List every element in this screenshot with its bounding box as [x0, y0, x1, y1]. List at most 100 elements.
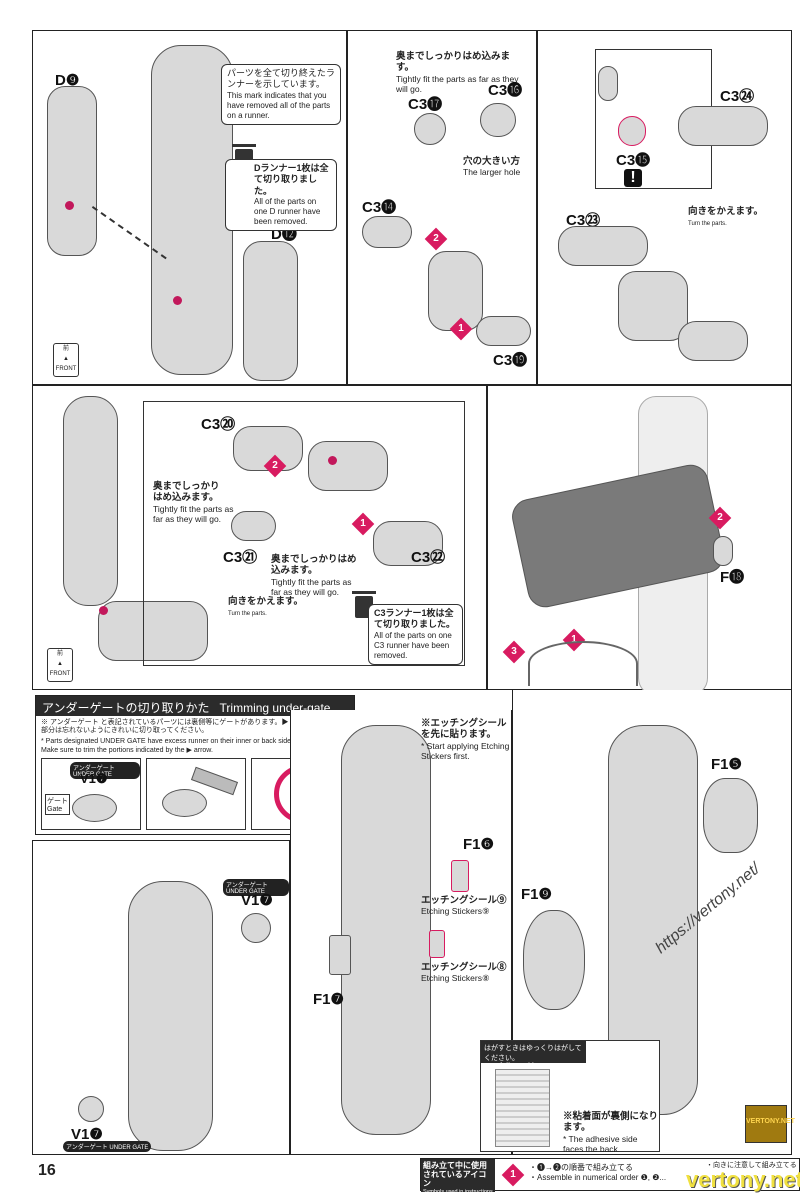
- part-label: C3⓳: [493, 352, 528, 369]
- part-ankle-assembled: [678, 321, 748, 361]
- etch-first-note: ※エッチングシールを先に貼ります。* Start applying Etchin…: [421, 718, 511, 761]
- step-marker-1: 1: [351, 512, 375, 536]
- front-jp: 前: [62, 346, 69, 352]
- fit-jp: 奥までしっかりはめ込みます。: [271, 554, 357, 577]
- part-label: V1❼: [71, 1126, 103, 1143]
- part-label: F⓲: [720, 569, 745, 586]
- detail-inset: [143, 401, 465, 666]
- peel-jp: はがすときはゆっくりはがしてください。: [484, 1045, 582, 1062]
- part-detail: [598, 66, 618, 101]
- front-icon: 前▲FRONT: [47, 648, 73, 682]
- part-v17: [78, 1096, 104, 1122]
- adhesive-note: ※粘着面が裏側になります。* The adhesive side faces t…: [563, 1111, 658, 1154]
- legend-title-en: Symbols used in instructions: [423, 1188, 493, 1195]
- etch9-en: Etching Stickers⑨: [421, 906, 490, 917]
- note-jp: Dランナー1枚は全て切り取りました。: [254, 163, 329, 196]
- warning-icon: !: [624, 169, 642, 187]
- order-note: ・❶→❷の順番で組み立てる・Assemble in numerical orde…: [529, 1163, 666, 1182]
- fit-en: Tightly fit the parts as far as they wil…: [153, 503, 234, 524]
- etch9-jp: エッチングシール⑨: [421, 895, 507, 906]
- part-f17: [329, 935, 351, 975]
- part-label: C3⑳: [201, 416, 236, 433]
- order-en: ・Assemble in numerical order ❶, ❷...: [529, 1172, 667, 1182]
- part-c321: [231, 511, 276, 541]
- step-panel-c3-parts: 奥までしっかりはめ込みます。Tightly fit the parts as f…: [347, 30, 537, 385]
- etch-first-jp: ※エッチングシールを先に貼ります。: [421, 718, 507, 741]
- note-en: All of the parts on one D runner have be…: [254, 196, 321, 226]
- turn-jp: 向きをかえます。: [688, 206, 764, 217]
- step-marker-2: 2: [263, 454, 287, 478]
- etching-sticker-9: [451, 860, 469, 892]
- trimming-title: アンダーゲートの切り取りかた Trimming under-gate mater…: [36, 696, 354, 730]
- part-label: C3⓯: [616, 152, 651, 169]
- part-label: F1❻: [463, 836, 494, 853]
- step-marker-2: 2: [708, 506, 732, 530]
- turn-note: 向きをかえます。Turn the parts.: [228, 596, 303, 619]
- brand-watermark: vertony.net: [686, 1167, 800, 1192]
- part-v17: [162, 789, 207, 817]
- part-c317: [414, 113, 446, 145]
- peg-marker: [99, 606, 108, 615]
- part-label: C3⓱: [408, 96, 443, 113]
- part-knee: [308, 441, 388, 491]
- part-c316: [480, 103, 516, 137]
- step-panel-c3-ankle: C3⓯ ! C3㉔ C3㉓ 向きをかえます。Turn the parts.: [537, 30, 792, 385]
- part-label: F1❾: [521, 886, 552, 903]
- under-gate-tag: アンダーゲート UNDER GATE: [63, 1141, 152, 1152]
- vertony-badge: VERTONY.NET: [745, 1105, 795, 1143]
- turn-legend: ・向きに注意して組み立てる: [706, 1162, 797, 1169]
- step-panel-leg-assembly: D❾ D⓬ パーツを全て切り終えたランナーを示しています。 This mark …: [32, 30, 347, 385]
- step-panel-f18: F⓲ 2 1 3: [487, 385, 792, 696]
- etching-sticker-8: [429, 930, 445, 958]
- note-jp: C3ランナー1枚は全て切り取りました。: [374, 608, 456, 630]
- part-label: F1❺: [711, 756, 742, 773]
- adhesive-jp: ※粘着面が裏側になります。: [563, 1111, 659, 1134]
- step-panel-v17: アンダーゲート UNDER GATE V1❼ V1❼ アンダーゲート UNDER…: [32, 840, 290, 1155]
- peel-en: Carefully peel it.: [484, 1063, 539, 1070]
- part-c323: [558, 226, 648, 266]
- hole-en: The larger hole: [463, 167, 521, 178]
- part-leg: [63, 396, 118, 606]
- peel-note: はがすときはゆっくりはがしてください。Carefully peel it.: [481, 1041, 586, 1070]
- part-c3-core: [428, 251, 483, 331]
- front-en: FRONT: [49, 671, 71, 677]
- legend-title-jp: 組み立て中に使用されているアイコン: [423, 1161, 487, 1189]
- note-en: All of the parts on one C3 runner have b…: [374, 630, 452, 660]
- part-leg-frame: [151, 45, 233, 375]
- sticker-sheet-box: はがすときはゆっくりはがしてください。Carefully peel it. ※粘…: [480, 1040, 660, 1154]
- part-foot: [98, 601, 208, 661]
- etch8-jp: エッチングシール⑧: [421, 962, 507, 973]
- under-gate-tag: アンダーゲート UNDER GATE: [223, 879, 289, 896]
- step-panel-c3-knee: C3⑳ 奥までしっかりはめ込みます。Tightly fit the parts …: [32, 385, 487, 690]
- under-gate-tag: アンダーゲート UNDER GATE: [70, 762, 140, 779]
- part-f18: [713, 536, 733, 566]
- part-d9: [47, 86, 97, 256]
- front-jp: 前: [56, 651, 63, 657]
- trimming-text-en2: Make sure to trim the portions indicated…: [41, 747, 213, 754]
- front-en: FRONT: [55, 366, 77, 372]
- turn-note: 向きをかえます。 Turn the parts.: [688, 206, 763, 229]
- trim-step-2: [146, 758, 246, 830]
- step-marker-3: 3: [502, 640, 526, 664]
- callout-jp: パーツを全て切り終えたランナーを示しています。: [227, 68, 335, 90]
- step-number-icon: 1: [501, 1163, 525, 1187]
- trimming-text-en1: * Parts designated UNDER GATE have exces…: [41, 738, 297, 745]
- gate-en: Gate: [47, 806, 63, 813]
- fit-note: 奥までしっかりはめ込みます。Tightly fit the parts as f…: [396, 51, 526, 94]
- fit-note-2: 奥までしっかりはめ込みます。Tightly fit the parts as f…: [271, 554, 361, 597]
- fit-en: Tightly fit the parts as far as they wil…: [396, 73, 519, 94]
- step-panel-etching: ※エッチングシールを先に貼ります。* Start applying Etchin…: [290, 710, 512, 1155]
- rotate-arrow: [528, 641, 638, 686]
- part-label: C3㉒: [411, 549, 446, 566]
- title-jp: アンダーゲートの切り取りかた: [42, 701, 210, 715]
- etch8-en: Etching Stickers⑧: [421, 973, 490, 984]
- callout-en: This mark indicates that you have remove…: [227, 90, 331, 120]
- trimming-text-jp: ※ アンダーゲート と表記されているパーツには裏側等にゲートがあります。▶ の印…: [41, 719, 347, 735]
- turn-en: Turn the parts.: [688, 221, 727, 228]
- hole-jp: 穴の大きい方: [463, 156, 521, 167]
